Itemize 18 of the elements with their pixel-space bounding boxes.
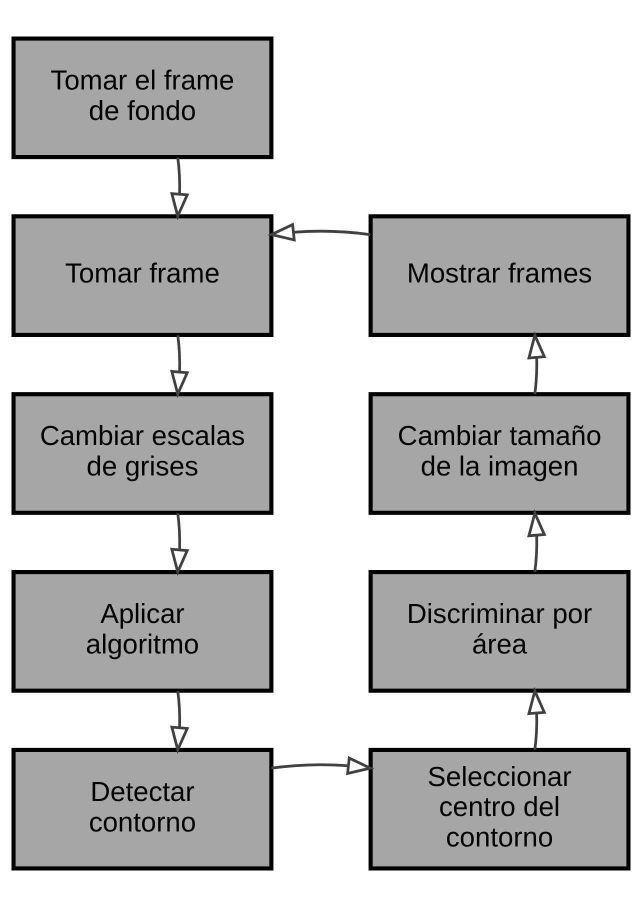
arrow — [170, 156, 190, 220]
node-box: Cambiar tamaño de la imagen — [368, 392, 631, 514]
arrow — [267, 222, 371, 242]
node-box: Cambiar escalas de grises — [11, 392, 274, 514]
arrow — [527, 686, 546, 750]
node-box: Aplicar algoritmo — [11, 570, 274, 692]
node-box: Tomar el frame de fondo — [11, 36, 274, 159]
arrow — [170, 512, 190, 576]
arrow — [527, 508, 546, 572]
node-box: Mostrar frames — [368, 214, 631, 336]
arrow — [527, 330, 546, 394]
node-box: Discriminar por área — [368, 570, 631, 692]
node-box: Seleccionar centro del contorno — [368, 747, 631, 870]
arrow — [170, 334, 190, 398]
arrow — [271, 756, 375, 775]
node-box: Tomar frame — [11, 214, 274, 336]
arrow — [170, 690, 190, 754]
node-box: Detectar contorno — [11, 747, 274, 870]
